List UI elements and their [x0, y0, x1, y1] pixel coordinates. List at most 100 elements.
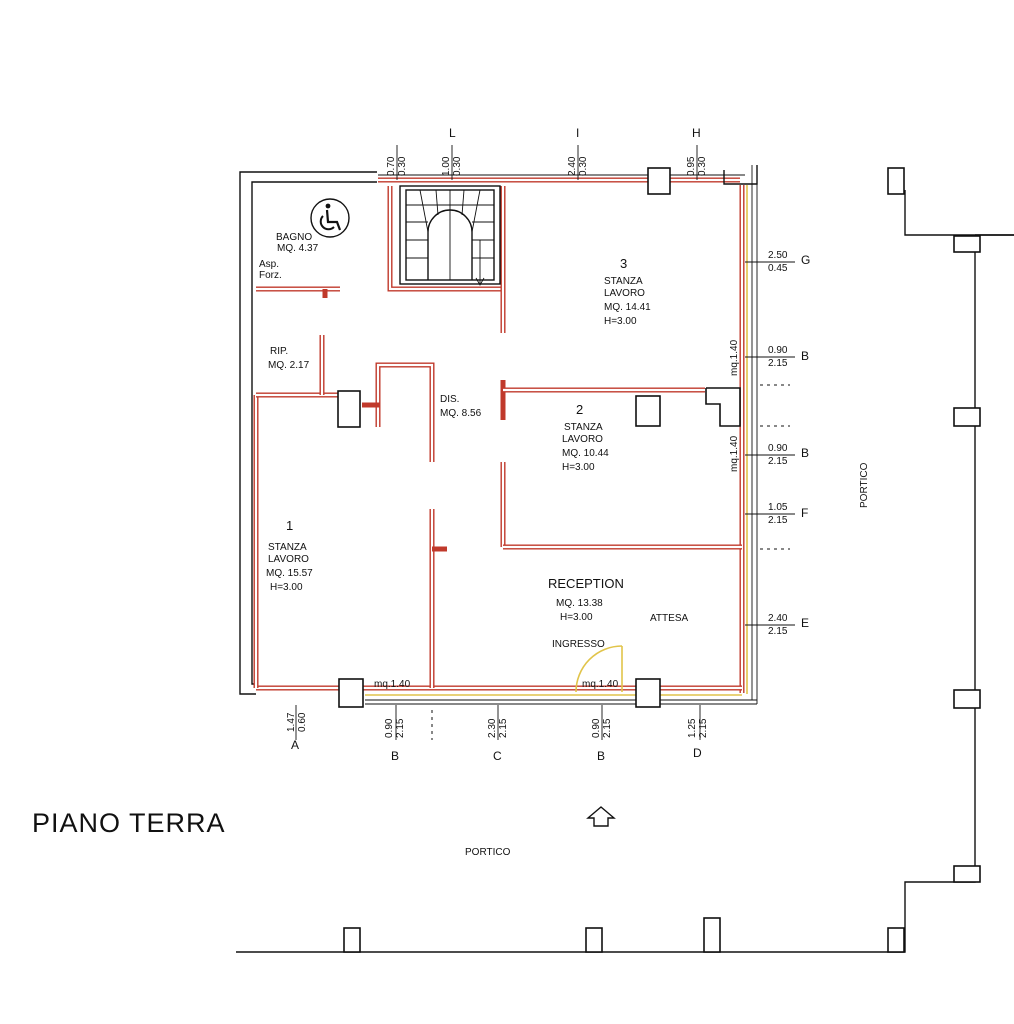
portico-label-right: PORTICO — [859, 462, 870, 508]
reception-area: MQ. 13.38 — [556, 598, 603, 609]
bagno-area: MQ. 4.37 — [277, 243, 319, 254]
right-w-1: 0.90 — [768, 345, 788, 356]
pillar — [647, 167, 671, 195]
staircase — [399, 185, 501, 286]
portico-outline — [236, 167, 1014, 953]
room2-height: H=3.00 — [562, 462, 595, 473]
room3-line1: STANZA — [604, 276, 643, 287]
room1-height: H=3.00 — [270, 582, 303, 593]
bottom-h-0: 0.60 — [297, 712, 308, 732]
top-w-3: 0.95 — [686, 156, 697, 176]
room-labels: BAGNO MQ. 4.37 Asp. Forz. RIP. MQ. 2.17 … — [259, 232, 688, 650]
rip-area: MQ. 2.17 — [268, 360, 310, 371]
room3-number: 3 — [620, 256, 627, 271]
column-pillar — [887, 927, 905, 953]
right-w-0: 2.50 — [768, 250, 788, 261]
top-h-3: 0.30 — [697, 156, 708, 176]
room1-line2: LAVORO — [268, 554, 309, 565]
bottom-letter-3: B — [597, 749, 605, 763]
asp-line2: Forz. — [259, 270, 282, 281]
bottom-letter-2: C — [493, 749, 502, 763]
room2-number: 2 — [576, 402, 583, 417]
exterior-walls — [239, 165, 758, 705]
dis-name: DIS. — [440, 394, 459, 405]
column-pillar — [953, 235, 981, 253]
window-area-right-upper: mq.1.40 — [729, 339, 740, 376]
bottom-w-2: 2.30 — [487, 718, 498, 738]
column-pillar — [887, 167, 905, 195]
window-area-right-lower: mq.1.40 — [729, 435, 740, 472]
top-opening-dimensions: L I H 0.70 0.30 1.00 0.30 2.40 0.30 0.95… — [386, 126, 708, 176]
right-h-2: 2.15 — [768, 456, 788, 467]
bottom-h-3: 2.15 — [602, 718, 613, 738]
right-letter-2: B — [801, 446, 809, 460]
top-h-0: 0.30 — [397, 156, 408, 176]
pillar — [635, 395, 661, 427]
bottom-w-1: 0.90 — [384, 718, 395, 738]
pillar — [635, 678, 661, 708]
right-h-3: 2.15 — [768, 515, 788, 526]
dimension-ticks — [295, 145, 795, 740]
bottom-h-4: 2.15 — [698, 718, 709, 738]
attesa-label: ATTESA — [650, 613, 688, 624]
ingresso-label: INGRESSO — [552, 639, 605, 650]
right-h-1: 2.15 — [768, 358, 788, 369]
column-pillar — [953, 689, 981, 709]
room2-line2: LAVORO — [562, 434, 603, 445]
column-pillar — [953, 865, 981, 883]
portico-label-bottom: PORTICO — [465, 847, 511, 858]
right-letter-1: B — [801, 349, 809, 363]
top-w-0: 0.70 — [386, 156, 397, 176]
bottom-w-0: 1.47 — [286, 712, 297, 732]
top-h-1: 0.30 — [452, 156, 463, 176]
interior-walls — [253, 186, 742, 688]
top-letter-2: I — [576, 126, 579, 140]
building-pillars — [337, 167, 741, 708]
right-h-4: 2.15 — [768, 626, 788, 637]
right-letter-0: G — [801, 253, 810, 267]
bottom-letter-4: D — [693, 746, 702, 760]
dis-area: MQ. 8.56 — [440, 408, 482, 419]
top-letter-1: L — [449, 126, 456, 140]
right-w-3: 1.05 — [768, 502, 788, 513]
pillar — [705, 387, 741, 427]
bottom-h-2: 2.15 — [498, 718, 509, 738]
column-pillar — [343, 927, 361, 953]
room2-area: MQ. 10.44 — [562, 448, 609, 459]
room1-number: 1 — [286, 518, 293, 533]
room1-line1: STANZA — [268, 542, 307, 553]
room3-area: MQ. 14.41 — [604, 302, 651, 313]
plan-title: PIANO TERRA — [32, 808, 226, 838]
right-w-4: 2.40 — [768, 613, 788, 624]
reception-height: H=3.00 — [560, 612, 593, 623]
right-letter-4: E — [801, 616, 809, 630]
right-letter-3: F — [801, 506, 808, 520]
window-area-bottom-right: mq.1.40 — [582, 679, 619, 690]
bottom-h-1: 2.15 — [395, 718, 406, 738]
window-area-bottom-left: mq.1.40 — [374, 679, 411, 690]
rip-name: RIP. — [270, 346, 288, 357]
column-pillar — [953, 407, 981, 427]
right-h-0: 0.45 — [768, 263, 788, 274]
asp-line1: Asp. — [259, 259, 279, 270]
top-h-2: 0.30 — [578, 156, 589, 176]
entrance-arrow-icon — [586, 806, 616, 827]
bagno-name: BAGNO — [276, 232, 312, 243]
column-pillar — [703, 917, 721, 953]
room1-area: MQ. 15.57 — [266, 568, 313, 579]
bottom-letter-0: A — [291, 738, 299, 752]
reception-name: RECEPTION — [548, 576, 624, 591]
room3-line2: LAVORO — [604, 288, 645, 299]
room2-line1: STANZA — [564, 422, 603, 433]
pillar — [338, 678, 364, 708]
pillar — [337, 390, 361, 428]
bottom-opening-dimensions: 1.47 0.60 A 0.90 2.15 B 2.30 2.15 C 0.90… — [286, 712, 709, 763]
bottom-w-3: 0.90 — [591, 718, 602, 738]
entrance-door — [575, 645, 623, 693]
bottom-w-4: 1.25 — [687, 718, 698, 738]
top-letter-3: H — [692, 126, 701, 140]
bottom-letter-1: B — [391, 749, 399, 763]
right-opening-dimensions: 2.50 0.45 G 0.90 2.15 B 0.90 2.15 B 1.05… — [768, 250, 810, 637]
column-pillar — [585, 927, 603, 953]
